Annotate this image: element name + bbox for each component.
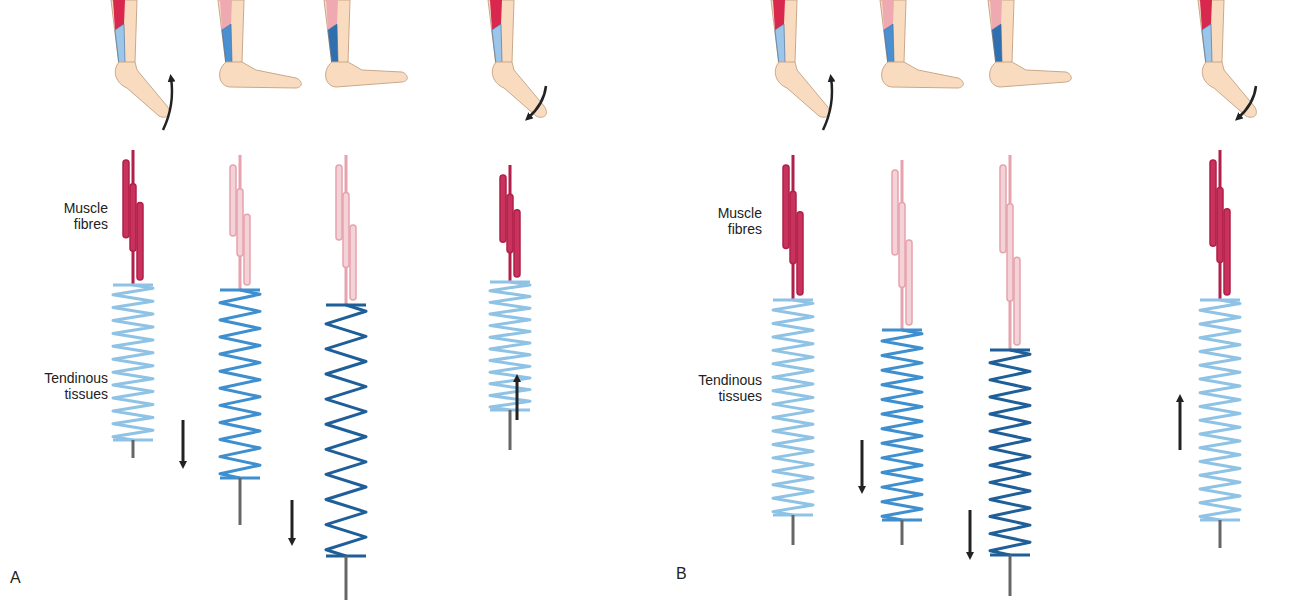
muscle-filament [1007,204,1013,302]
spring-end [882,329,922,332]
muscle-filament [507,194,513,253]
foot [220,62,302,88]
muscle-filament [892,170,898,255]
direction-arrow [291,500,294,542]
part-label: Muscle fibres [40,200,108,232]
direction-arrow [969,510,972,556]
bone-attachment [345,556,348,600]
lower-leg [488,0,514,66]
muscle-filament [797,212,803,295]
muscle-filament [1217,188,1223,263]
tendon-spring [113,285,153,440]
muscle-filament [790,191,796,264]
muscle-filament [906,240,912,325]
bone-attachment [792,515,795,545]
achilles-tendon [328,24,338,64]
direction-arrow [861,440,864,490]
muscle-filament [244,214,250,285]
muscle-filament [237,189,243,257]
lower-leg [880,0,906,66]
spring-end [773,299,813,302]
part-label: Tendinous tissues [680,372,762,404]
achilles-tendon [992,24,1002,64]
direction-arrow [182,420,185,465]
foot [326,62,408,87]
spring-end [990,349,1030,352]
spring-end [113,284,153,287]
direction-arrow [516,378,519,420]
rotation-arrow [163,78,172,130]
muscle-filament [130,184,136,252]
bone-attachment [239,478,242,525]
muscle-filament [350,225,356,300]
part-label: Tendinous tissues [28,370,108,402]
bone-attachment [901,520,904,545]
muscle-filament [230,165,236,236]
foot [1202,62,1256,117]
muscle-filament [1210,160,1216,246]
bone-attachment [1009,555,1012,596]
muscle-filament [514,210,520,277]
muscle-filament [137,202,143,280]
tendon-spring [326,305,366,556]
lower-leg [771,0,797,66]
panel-letter: A [10,570,40,586]
achilles-tendon [115,24,125,64]
muscle-filament [343,193,349,268]
lower-leg [111,0,137,66]
muscle-filament [1000,165,1006,253]
rotation-arrow [823,78,832,130]
achilles-tendon [775,24,785,64]
rotation-arrow [528,86,546,118]
foot [115,62,169,117]
foot [492,62,546,117]
spring-end [326,304,366,307]
bone-attachment [509,410,512,450]
rotation-arrow [1238,86,1256,118]
muscle-filament [783,165,789,248]
bone-attachment [1219,520,1222,548]
lower-leg [218,0,244,66]
achilles-tendon [222,24,232,64]
foot [990,62,1072,87]
muscle-filament [1014,257,1020,345]
part-label: Muscle fibres [694,205,762,237]
muscle-filament [500,175,506,242]
lower-leg [1198,0,1224,66]
tendon-spring [990,350,1030,555]
tendon-spring [882,330,922,520]
achilles-tendon [492,24,502,64]
muscle-filament [899,203,905,288]
muscle-filament [123,160,129,238]
tendon-spring [490,282,530,410]
bone-attachment [132,440,135,458]
spring-end [220,289,260,292]
achilles-tendon [1202,24,1212,64]
foot [775,62,829,117]
tendon-spring [220,290,260,478]
panel-letter: B [676,566,706,582]
lower-leg [324,0,350,66]
muscle-filament [336,165,342,240]
muscle-filament [1224,209,1230,295]
tendon-spring [773,300,813,515]
lower-leg [988,0,1014,66]
foot [882,62,964,88]
spring-end [490,281,530,284]
spring-end [1200,299,1240,302]
achilles-tendon [884,24,894,64]
direction-arrow [1179,398,1182,450]
tendon-spring [1200,300,1240,520]
